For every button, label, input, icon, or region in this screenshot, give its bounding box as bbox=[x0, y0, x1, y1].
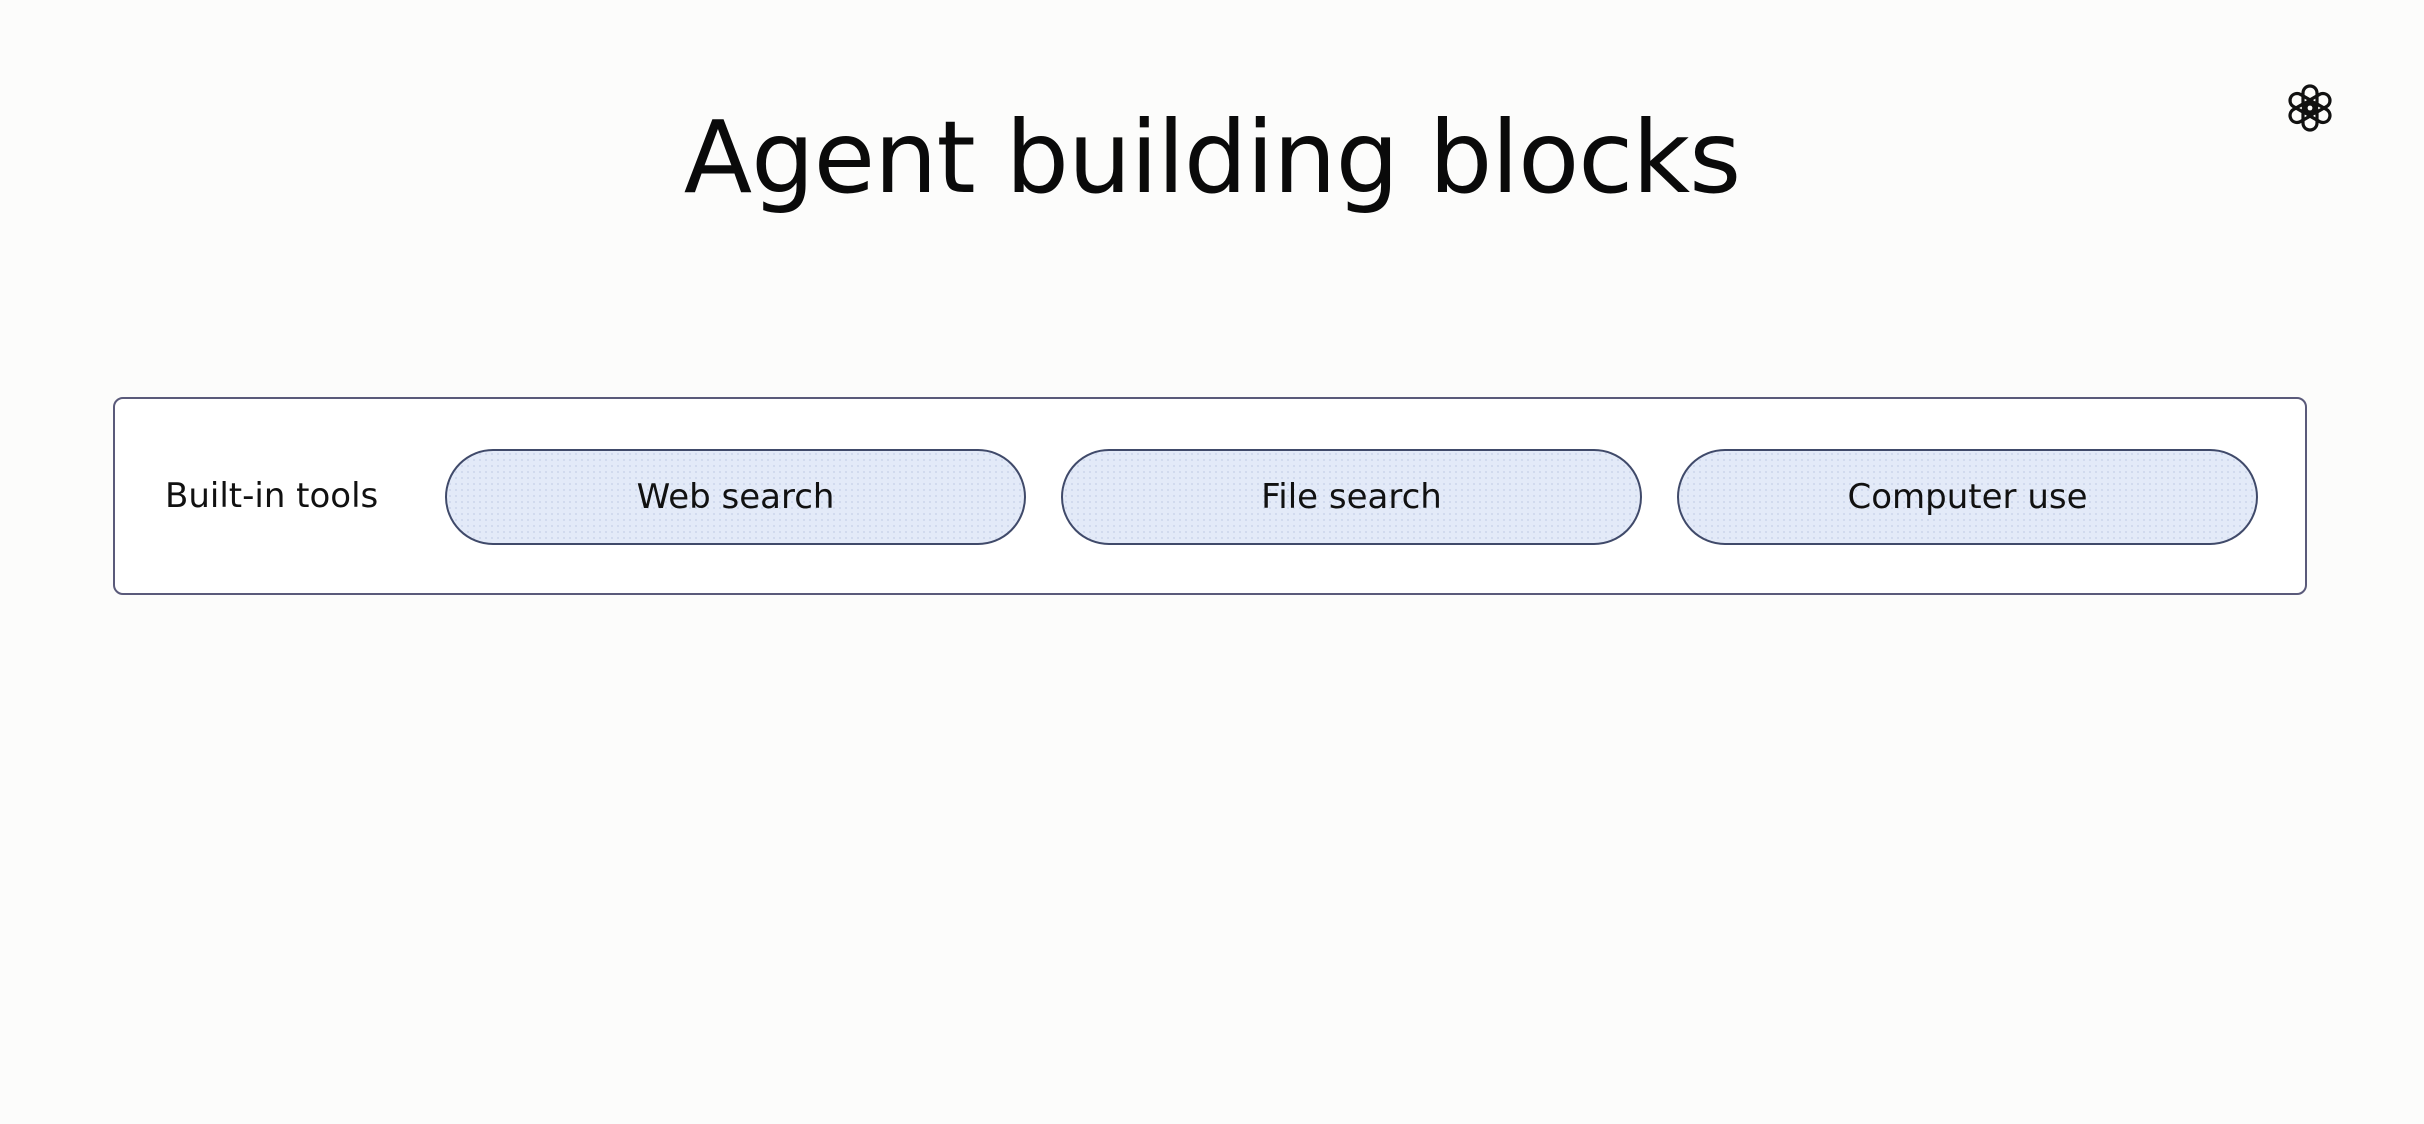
computer-use-label: Computer use bbox=[1847, 477, 2088, 517]
built-in-tools-label: Built-in tools bbox=[165, 476, 379, 516]
file-search-pill[interactable]: File search bbox=[1061, 449, 1642, 545]
file-search-label: File search bbox=[1261, 477, 1442, 517]
web-search-pill[interactable]: Web search bbox=[445, 449, 1026, 545]
computer-use-pill[interactable]: Computer use bbox=[1677, 449, 2258, 545]
slide-title: Agent building blocks bbox=[683, 99, 1742, 216]
web-search-label: Web search bbox=[636, 477, 835, 517]
built-in-tools-panel: Built-in tools Web search File search Co… bbox=[113, 397, 2307, 595]
openai-logo-icon bbox=[2288, 84, 2332, 132]
